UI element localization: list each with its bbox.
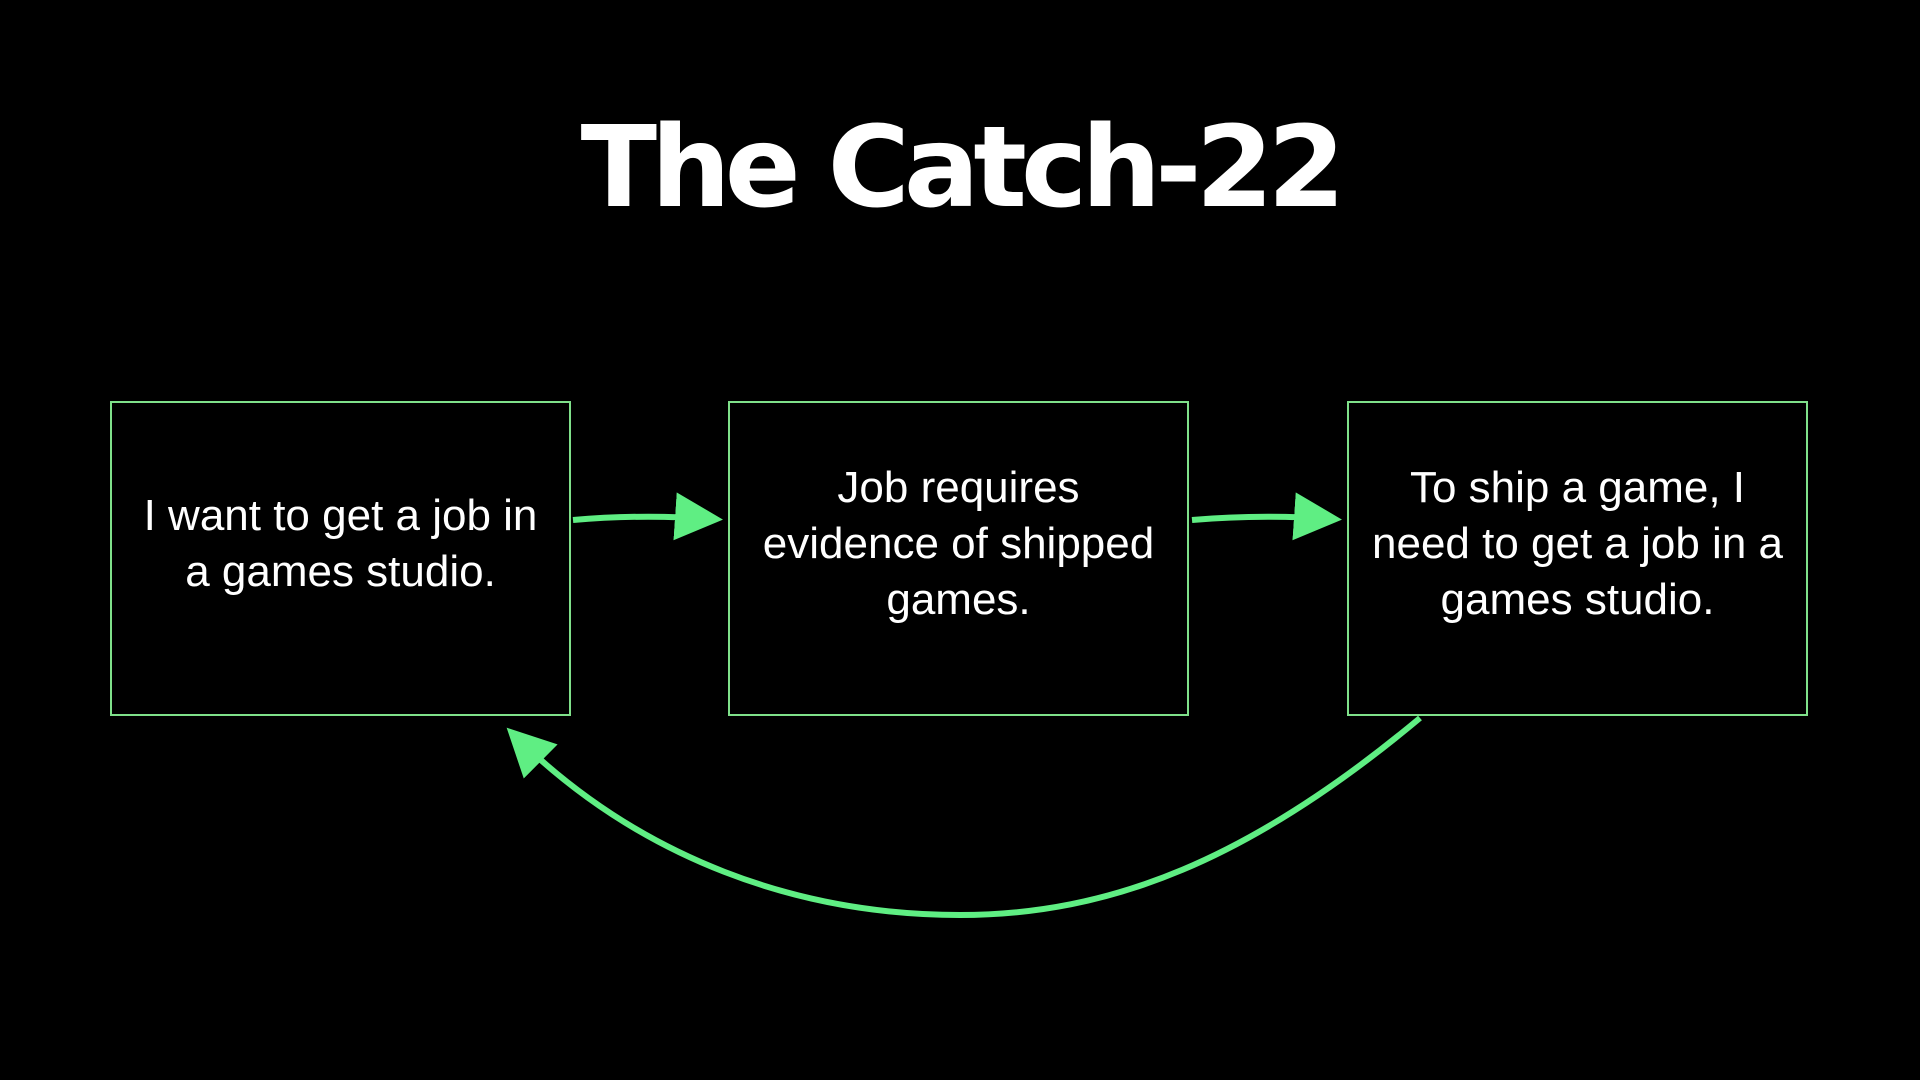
slide-title: The Catch-22 — [580, 103, 1346, 233]
arrow-box1-to-box2 — [572, 492, 723, 541]
arrow-box3-to-box1 — [506, 715, 1422, 919]
arrow-box2-to-box3 — [1191, 492, 1342, 541]
cycle-box-2-text: Job requires evidence of shipped games. — [762, 462, 1155, 624]
cycle-box-3: To ship a game, I need to get a job in a… — [1347, 401, 1808, 716]
cycle-box-3-text: To ship a game, I need to get a job in a… — [1372, 462, 1783, 624]
cycle-box-1-text: I want to get a job in a games studio. — [143, 490, 538, 596]
cycle-box-2: Job requires evidence of shipped games. — [728, 401, 1189, 716]
cycle-box-1: I want to get a job in a games studio. — [110, 401, 571, 716]
